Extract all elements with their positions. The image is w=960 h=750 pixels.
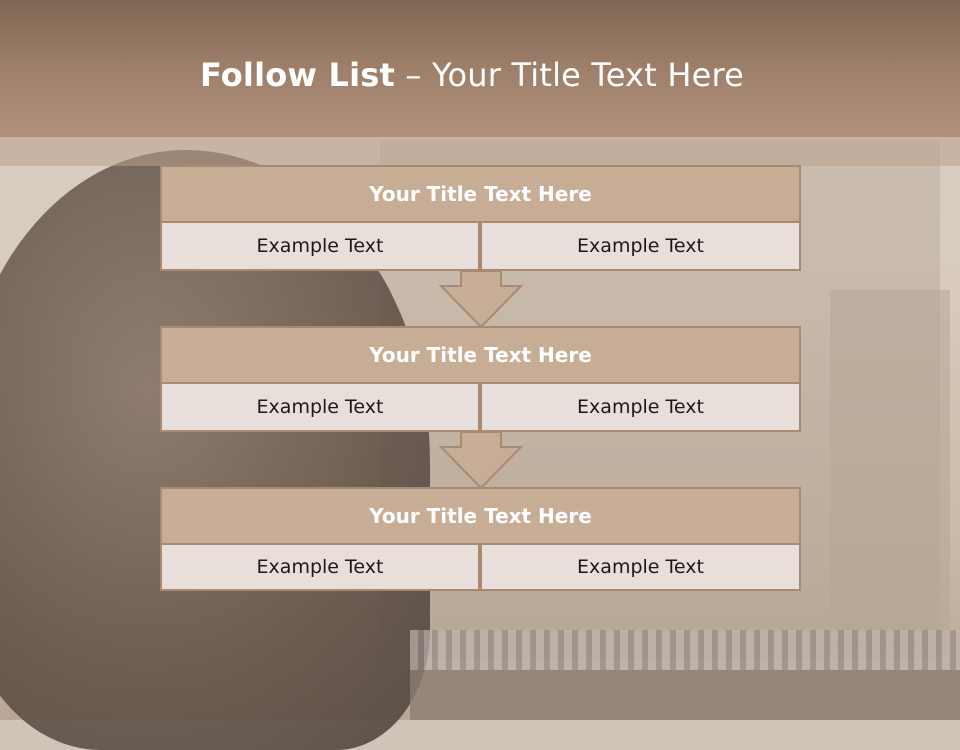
cathedral-tower [830,290,950,650]
down-arrow-icon [438,432,524,490]
step-cell-right: Example Text [480,543,801,591]
slide-title-bold: Follow List [199,56,396,94]
step-title: Your Title Text Here [160,487,801,545]
step-cell-right: Example Text [480,221,801,271]
step-title: Your Title Text Here [160,165,801,223]
step-title: Your Title Text Here [160,326,801,384]
down-arrow-icon [438,271,524,329]
slide-title: Follow List – Your Title Text Here [0,56,944,94]
ground [410,670,960,720]
step-cell-left: Example Text [160,221,480,271]
slide-title-rest: – Your Title Text Here [395,56,745,94]
balustrade [410,630,960,670]
list-step-2: Your Title Text Here Example Text Exampl… [160,326,801,432]
list-step-1: Your Title Text Here Example Text Exampl… [160,165,801,271]
list-step-3: Your Title Text Here Example Text Exampl… [160,487,801,593]
header-band [0,137,960,166]
step-cell-right: Example Text [480,382,801,432]
step-cell-left: Example Text [160,543,480,591]
slide-header: Follow List – Your Title Text Here [0,0,960,137]
step-cell-left: Example Text [160,382,480,432]
